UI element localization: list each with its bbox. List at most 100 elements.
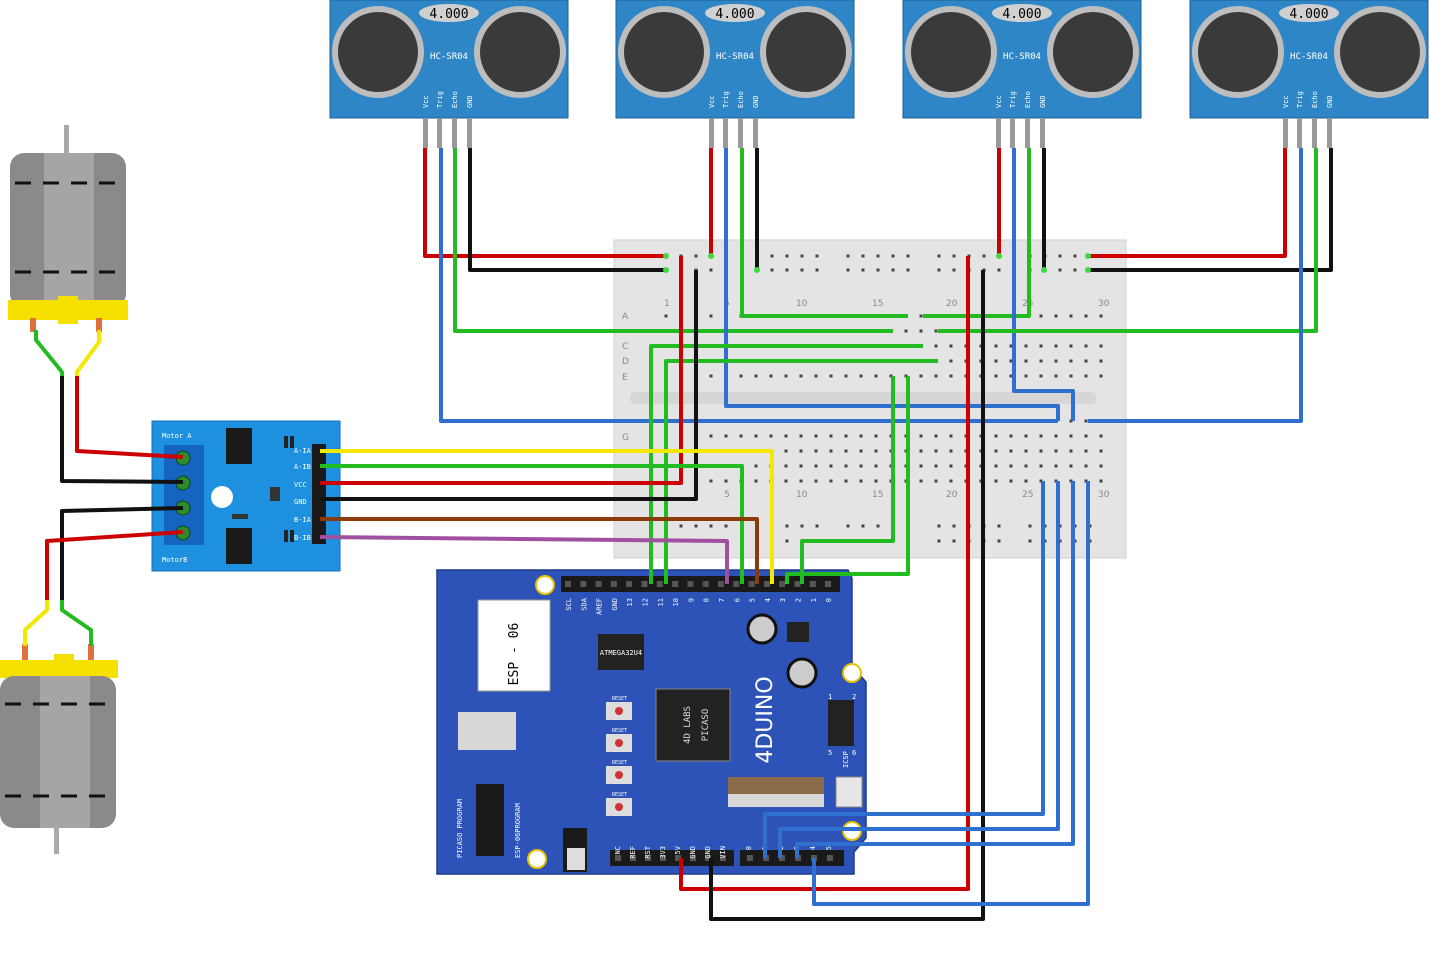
breadboard-hole [919,314,923,318]
breadboard-hole [891,254,895,258]
esp-program-label: ESP-06PROGRAM [514,803,522,858]
breadboard-hole [937,268,941,272]
wire-blue [439,148,1058,423]
breadboard-hole [1084,449,1088,453]
wire-green [785,376,910,584]
header-pin [641,581,648,587]
breadboard-hole [934,329,938,333]
wire-red [75,376,184,459]
breadboard-hole [829,434,833,438]
board-pin-label: 3V3 [659,846,667,859]
breadboard-hole [906,268,910,272]
board-pin-label: 5V [674,845,682,854]
wire-green [34,330,64,376]
breadboard-hole [1099,434,1103,438]
breadboard-hole [846,268,850,272]
breadboard-hole [919,374,923,378]
header-pin [690,855,696,861]
breadboard-hole [1024,434,1028,438]
pin-label-gnd: GND [752,95,760,108]
breadboard-hole [1073,268,1077,272]
bb-row-label: C [622,342,628,352]
header-pin [748,581,755,587]
header-pin [702,581,709,587]
breadboard-hole [891,268,895,272]
bb-col-label: 30 [1098,299,1110,309]
pin-label-vcc: Vcc [708,95,716,108]
driver-pin-label: VCC [294,481,307,489]
header-pin [675,855,681,861]
breadboard-hole [694,254,698,258]
breadboard-hole [785,539,789,543]
wire-green [800,376,895,584]
board-pin-label: AREF [596,598,604,615]
breadboard-hole [829,464,833,468]
breadboard-hole [709,524,713,528]
breadboard-hole [724,479,728,483]
reset-label: RESET [612,760,627,766]
header-pin [626,581,633,587]
breadboard-hole [784,464,788,468]
breadboard-hole [874,479,878,483]
breadboard-hole [906,254,910,258]
bb-col-label: 20 [946,299,958,309]
breadboard-hole [1024,464,1028,468]
wire-blue [763,481,1045,858]
breadboard-hole [815,268,819,272]
breadboard-hole [784,449,788,453]
breadboard-hole [769,434,773,438]
reset-buttons: RESET RESET RESET RESET [606,696,632,816]
header-pin [825,581,832,587]
board-pin-label: REF [629,846,637,859]
breadboard-hole [994,479,998,483]
breadboard-hole [861,254,865,258]
board-pin-label: 12 [642,598,650,606]
breadboard-hole [1024,359,1028,363]
sensor-model-label: HC-SR04 [430,52,468,62]
pin-label-trig: Trig [436,91,444,108]
breadboard-hole [919,329,923,333]
breadboard-hole [876,254,880,258]
board-pin-label: 5 [825,846,833,850]
breadboard-hole [949,374,953,378]
breadboard-hole [1084,464,1088,468]
wire-red [45,530,184,600]
breadboard-hole [799,449,803,453]
bb-row-label: D [622,357,629,367]
header-pin [615,855,621,861]
breadboard-hole [770,254,774,258]
chip-label-line1: 4D LABS [683,706,693,744]
breadboard-hole [952,524,956,528]
bb-col-label: 10 [796,490,808,500]
breadboard-hole [1084,314,1088,318]
breadboard-hole [769,374,773,378]
wire-yellow [23,600,49,646]
breadboard-hole [904,329,908,333]
reset-label: RESET [612,728,627,734]
breadboard-hole [799,434,803,438]
breadboard-hole [799,479,803,483]
breadboard-hole [800,254,804,258]
wire-green [740,148,908,318]
breadboard-hole [859,449,863,453]
driver-pin-label: A-IB [294,463,311,471]
breadboard-hole [994,344,998,348]
board-pin-label: 3 [779,598,787,602]
board-pin-label: 8 [703,598,711,602]
breadboard-hole [1009,359,1013,363]
breadboard-hole [937,254,941,258]
header-pin [718,581,724,587]
breadboard-hole [1054,374,1058,378]
wire-green [923,148,1031,318]
icsp-label: ICSP [842,751,850,768]
icsp-num: 1 [828,693,832,701]
breadboard-hole [739,434,743,438]
pin-label-vcc: Vcc [995,95,1003,108]
breadboard-hole [1024,479,1028,483]
breadboard-hole [815,524,819,528]
breadboard-hole [949,479,953,483]
breadboard-hole [814,464,818,468]
breadboard-hole [709,374,713,378]
breadboard-hole [1054,464,1058,468]
pin-label-vcc: Vcc [422,95,430,108]
